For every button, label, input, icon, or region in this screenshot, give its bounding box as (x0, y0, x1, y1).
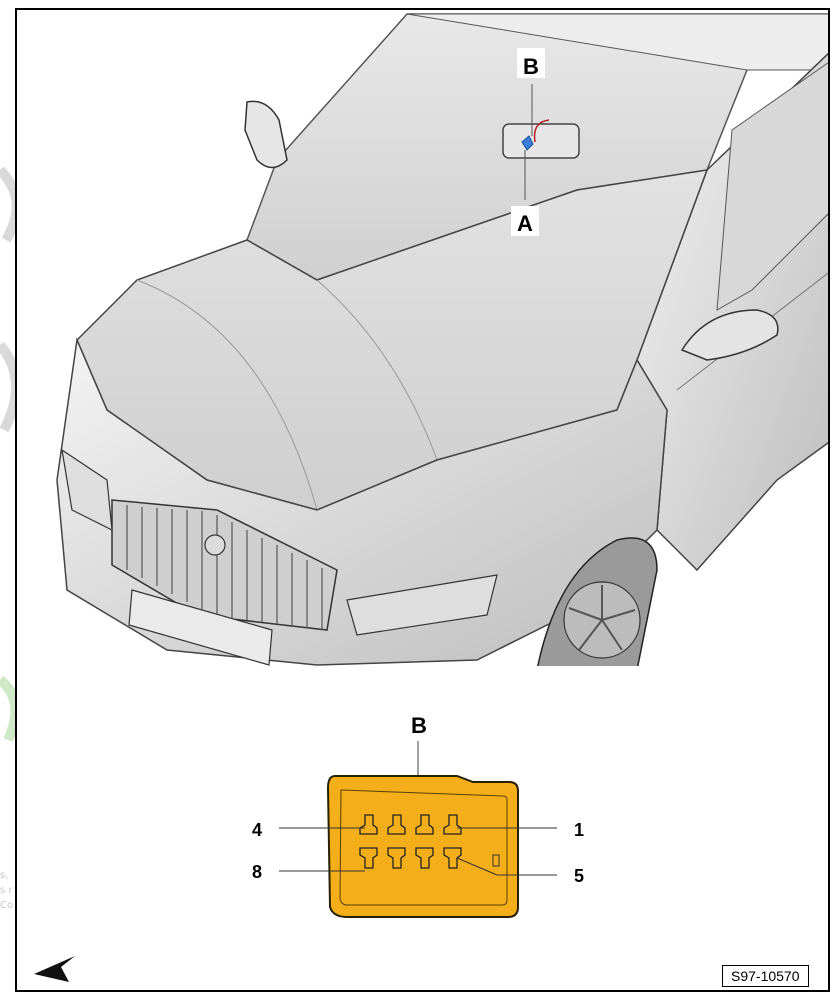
sensor-cable (533, 119, 550, 143)
badge (204, 534, 226, 556)
right-headlight (346, 574, 498, 636)
roof (406, 13, 828, 71)
license-plate (128, 589, 273, 666)
connector-inner-outline (339, 789, 508, 906)
left-mirror (244, 100, 288, 169)
pins-top-row (359, 814, 462, 835)
connector-title: B (411, 713, 427, 738)
grille (111, 499, 338, 631)
mirror-label-b: B (523, 54, 539, 79)
connector-b-housing (326, 775, 519, 918)
pins-bottom-row (359, 847, 462, 869)
car-illustration: B A B 4 1 8 5 (17, 13, 828, 990)
diagram-code: S97-10570 (722, 965, 809, 987)
sensor-a-marker (521, 135, 534, 151)
leader-pin-5 (456, 857, 498, 876)
watermark-text: s, s r Co (0, 870, 14, 911)
mirror-label-a: A (517, 211, 533, 236)
pin-label-8: 8 (252, 862, 262, 882)
hood-crease-2 (316, 279, 438, 461)
watermark-graphic (0, 166, 16, 743)
connector-latch (492, 854, 500, 867)
pin-label-4: 4 (252, 820, 262, 840)
right-mirror (680, 309, 779, 361)
left-headlight (61, 448, 113, 532)
side-window (716, 62, 828, 311)
view-direction-arrow-icon (34, 956, 75, 982)
label-a-box (511, 206, 539, 236)
hood-crease-1 (136, 279, 318, 511)
label-b-box (517, 48, 545, 78)
pin-label-1: 1 (574, 820, 584, 840)
rearview-mirror (502, 123, 580, 159)
pin-label-5: 5 (574, 866, 584, 886)
watermark: s, s r Co (0, 0, 16, 996)
diagram-frame: B A B 4 1 8 5 (15, 8, 830, 992)
